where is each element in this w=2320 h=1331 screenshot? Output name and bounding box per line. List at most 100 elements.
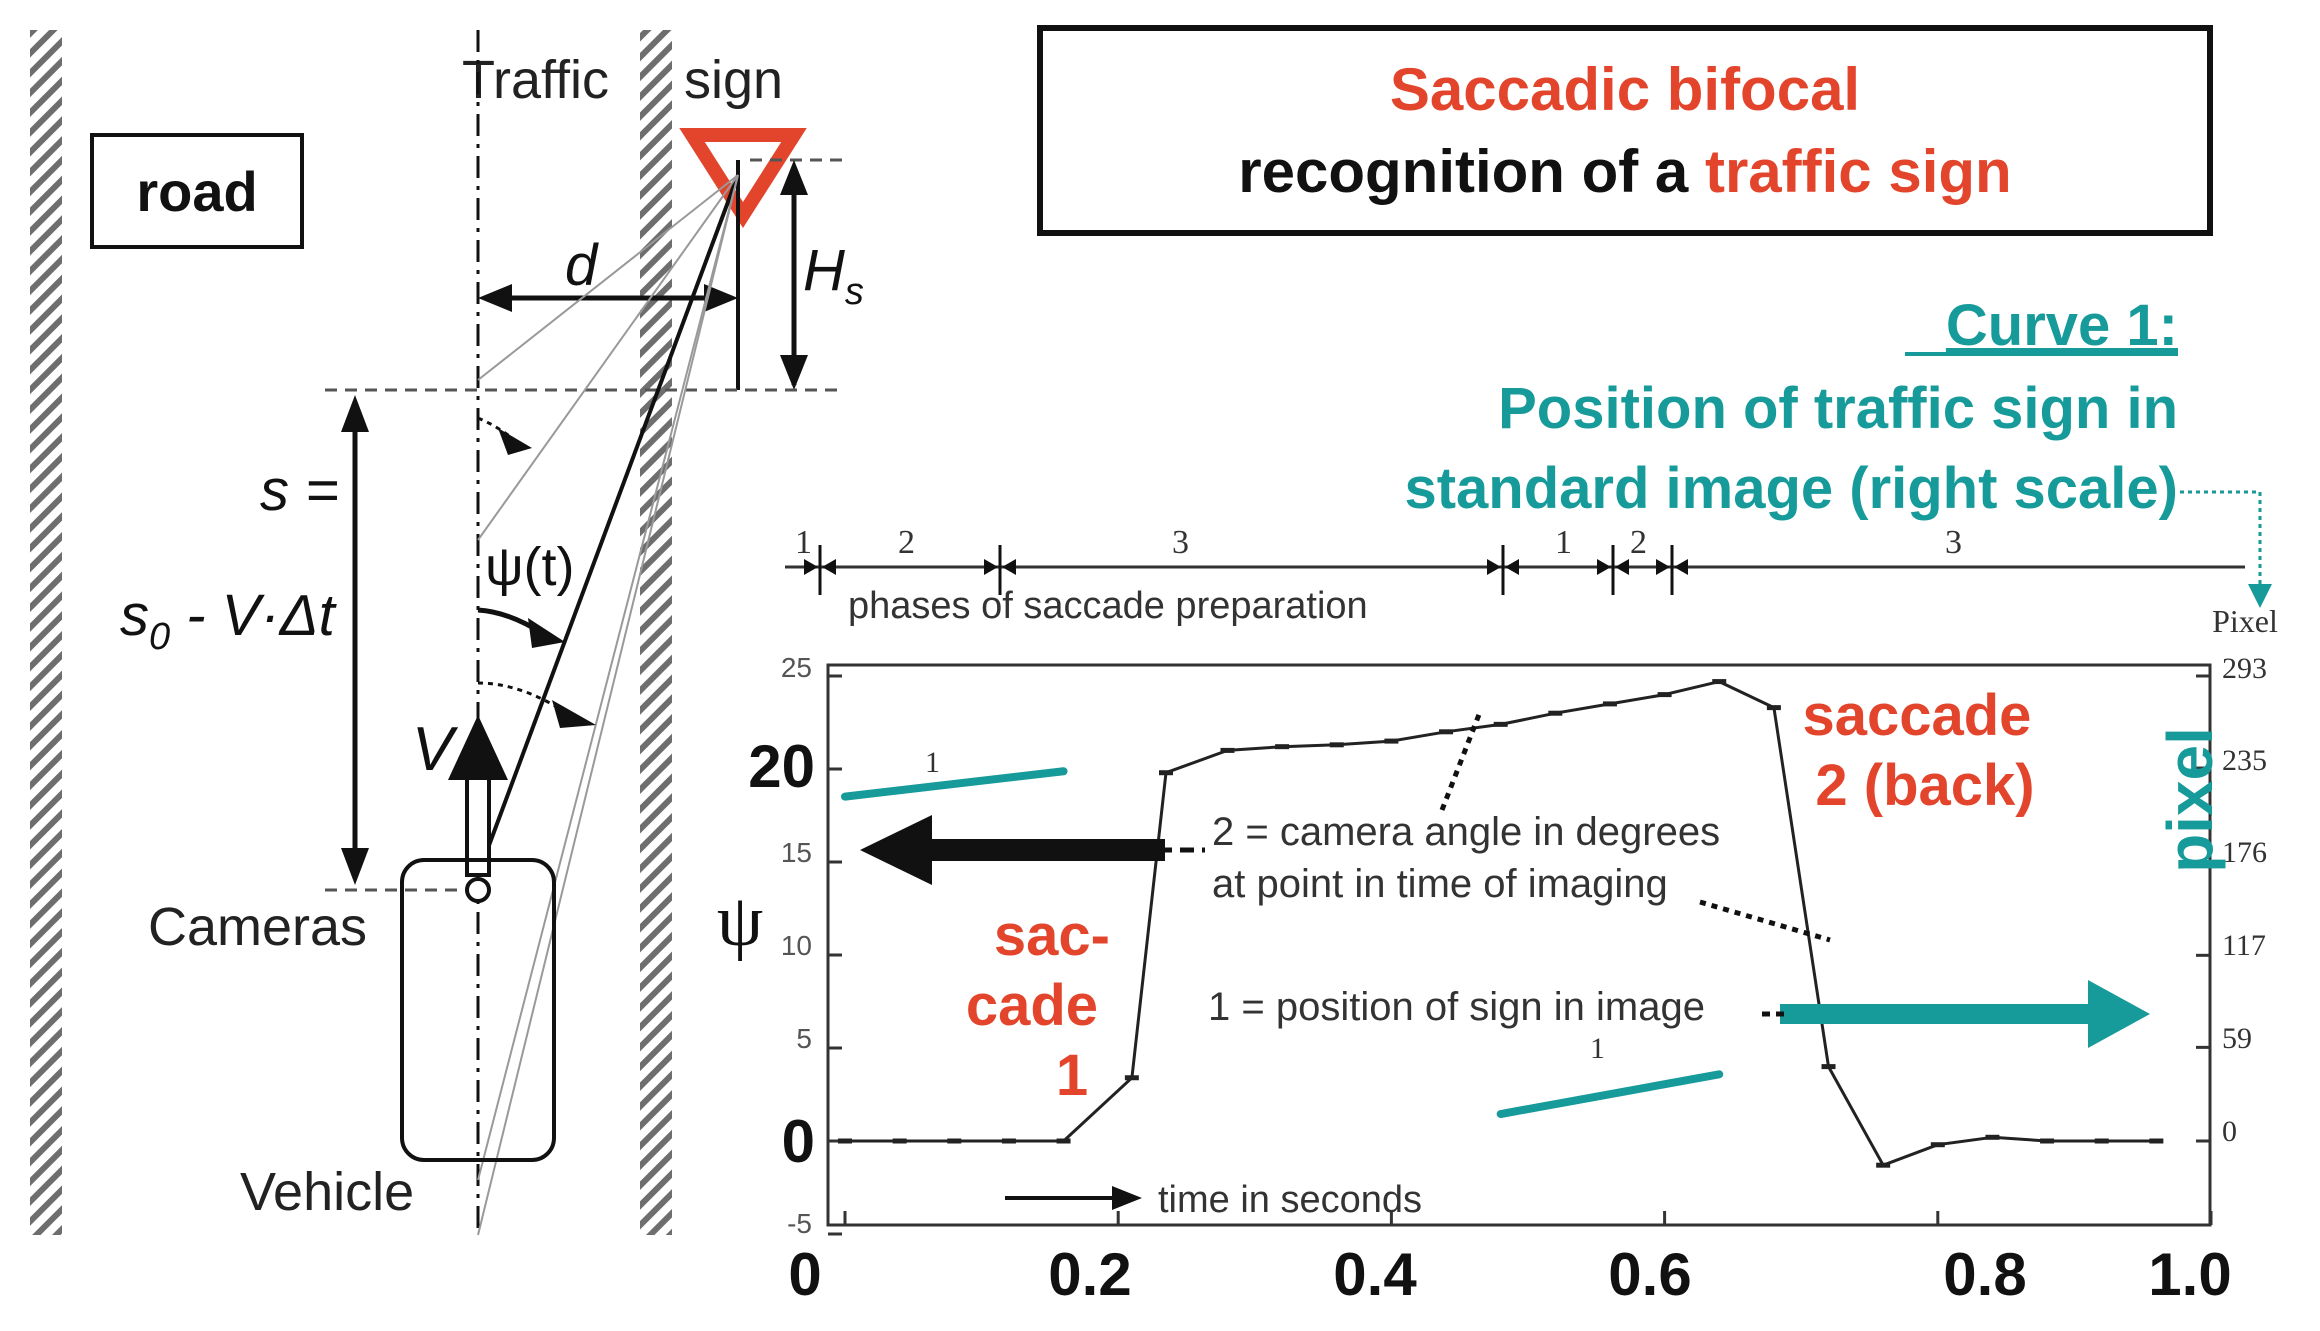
yield-triangle-icon (679, 128, 807, 229)
saccade-1-line: cade (966, 973, 1098, 1038)
cameras-label: Cameras (148, 897, 367, 957)
left-axis-major-tick-label: 0 (782, 1108, 815, 1175)
curve-1-pointer-head (2248, 584, 2272, 608)
s-arrow-head-top (341, 395, 369, 432)
fov-line-3 (477, 174, 739, 1236)
right-axis-tick-label: 235 (2222, 744, 2267, 777)
left-axis-major-tick-label: 20 (748, 733, 815, 800)
title-frame (1037, 25, 2213, 236)
phase-arrow-right (822, 559, 836, 575)
hs-label: Hs (803, 238, 864, 313)
curve-1-heading: Curve 1: (1946, 293, 2178, 358)
camera-angle-leader-down (1699, 899, 1831, 943)
left-axis-small-tick-label: -5 (787, 1208, 812, 1239)
angle-arc-upper (477, 416, 513, 440)
phase-arrow-left (1656, 559, 1670, 575)
sign-position-segment (1496, 1070, 1724, 1119)
left-axis-small-tick-label: 15 (781, 837, 812, 868)
time-label: time in seconds (1158, 1179, 1422, 1221)
plot-frame (826, 663, 2212, 1227)
saccade-1-line: sac- (994, 903, 1110, 968)
camera-angle-leader-up (1439, 711, 1483, 811)
saccade-2-line: saccade (1802, 683, 2031, 748)
pixel-axis-label: pixel (2154, 727, 2226, 873)
right-axis-tick-label: 0 (2222, 1115, 2237, 1148)
right-axis-tick-label: 59 (2222, 1022, 2252, 1055)
s-equals-label: s = (260, 458, 339, 523)
camera-angle-note-line-2: at point in time of imaging (1212, 862, 1668, 906)
x-axis-tick-label: 0.8 (1943, 1241, 2026, 1308)
road-label-box (90, 133, 304, 249)
camera-angle-note-line-1: 2 = camera angle in degrees (1212, 810, 1720, 854)
left-axis-small-tick-label: 25 (781, 652, 812, 683)
series-layer (838, 679, 2164, 1168)
road-geometry: road Traffic sign Hs d s = s0 - V·Δt (30, 30, 864, 1236)
right-scale-arrow-shaft (1780, 1004, 2120, 1024)
hs-arrow-head-bottom (780, 355, 808, 390)
curve-1-tag-left: 1 (925, 746, 940, 779)
phase-arrow-right (1002, 559, 1016, 575)
time-arrow-head (1112, 1186, 1142, 1210)
saccade-1-label: sac- cade 1 (966, 903, 1126, 1108)
sign-position-note: 1 = position of sign in image (1208, 985, 1705, 1029)
hs-arrow-head-top (780, 160, 808, 195)
title-box: Saccadic bifocal recognition of a traffi… (1037, 25, 2213, 236)
left-axis-small-tick-label: 5 (796, 1023, 812, 1054)
velocity-label: V (412, 715, 459, 784)
x-axis-tick-label: 0 (788, 1241, 821, 1308)
curve-1-line-2: standard image (right scale) (1404, 456, 2178, 521)
phase-arrow-left (1597, 559, 1611, 575)
chart-area: 25 15 10 5 -5 20 0 ψ 293 235 176 117 59 … (717, 652, 2267, 1308)
title-line-2: recognition of a traffic sign (1238, 138, 2011, 205)
x-axis-tick-label: 0.6 (1608, 1241, 1691, 1308)
traffic-label: Traffic (462, 50, 609, 110)
vehicle-label: Vehicle (240, 1162, 414, 1222)
saccade-2-line: 2 (back) (1815, 753, 2034, 818)
saccade-1-line: 1 (1056, 1043, 1088, 1108)
phases-label: phases of saccade preparation (848, 585, 1368, 627)
road-edge-left (30, 30, 62, 1235)
phase-number: 3 (1172, 524, 1189, 561)
vehicle-outline (400, 858, 556, 1162)
right-axis-tick-label: 176 (2222, 836, 2267, 869)
phase-arrow-right (1615, 559, 1629, 575)
angle-arrow-upper (498, 428, 532, 455)
x-axis-tick-label: 1.0 (2148, 1241, 2231, 1308)
s-arrow-head-bottom (341, 848, 369, 885)
phase-number: 2 (898, 524, 915, 561)
fov-line-2 (477, 174, 739, 541)
title-line-1: Saccadic bifocal (1390, 56, 1860, 123)
x-axis-tick-label: 0.4 (1333, 1241, 1417, 1308)
phase-number: 2 (1630, 524, 1647, 561)
curve-1-note: Curve 1: Position of traffic sign in sta… (1404, 293, 2272, 608)
road-edge-right (640, 30, 672, 1235)
x-axis-tick-label: 0.2 (1048, 1241, 1131, 1308)
sight-line (476, 174, 740, 876)
phase-arrow-left (804, 559, 818, 575)
fov-line-1 (477, 174, 739, 381)
sign-label: sign (684, 50, 783, 110)
d-arrow-head-right (704, 284, 738, 312)
phases-row: 1 2 3 1 2 3 phases of saccade preparatio… (785, 524, 2278, 639)
phase-arrow-left (984, 559, 998, 575)
right-axis-tick-label: 293 (2222, 652, 2267, 685)
d-arrow-head-left (478, 284, 512, 312)
fov-line-4 (477, 174, 739, 1181)
phase-number: 1 (795, 524, 812, 561)
angle-arrow-lower (552, 700, 596, 728)
phase-arrow-right (1505, 559, 1519, 575)
psi-t-label: ψ(t) (485, 537, 574, 597)
right-axis-tick-label: 117 (2222, 929, 2266, 962)
psi-axis-label: ψ (717, 880, 763, 962)
sign-position-segment (841, 767, 1068, 801)
right-axis-title: Pixel (2212, 603, 2278, 639)
phase-arrow-right (1674, 559, 1688, 575)
phase-number: 3 (1945, 524, 1962, 561)
left-scale-arrow-head (860, 815, 932, 885)
curve-1-pointer (2180, 490, 2262, 590)
right-scale-arrow-head (2088, 980, 2150, 1048)
psi-arc-arrow (528, 618, 565, 648)
left-axis-small-tick-label: 10 (781, 930, 812, 961)
saccade-2-label: saccade 2 (back) (1802, 683, 2047, 818)
